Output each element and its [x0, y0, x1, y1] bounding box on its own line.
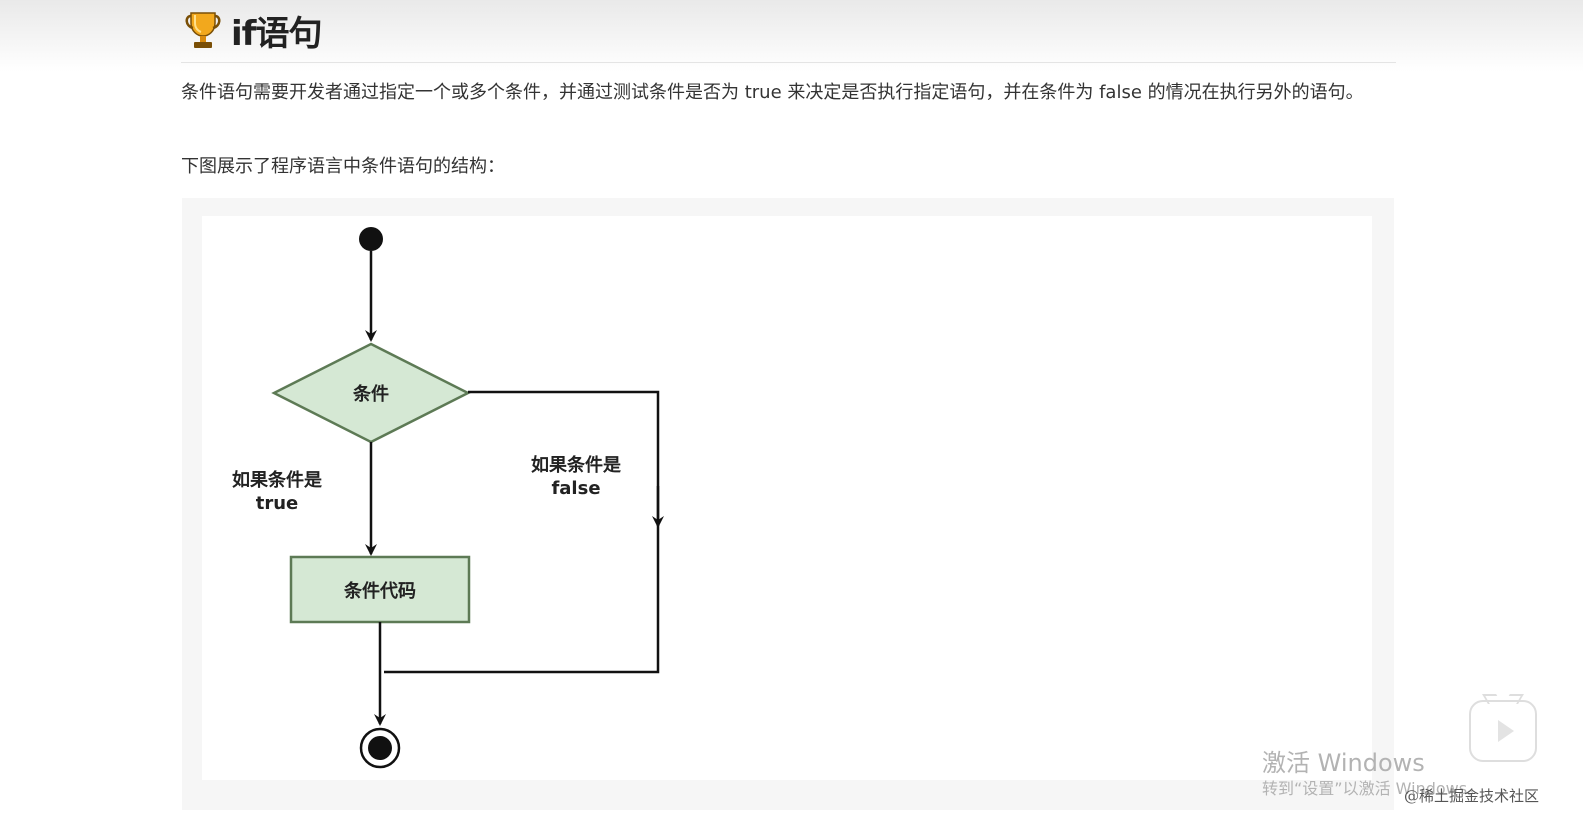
flow-line-false	[384, 390, 660, 674]
intro-paragraph: 条件语句需要开发者通过指定一个或多个条件，并通过测试条件是否为 true 来决定…	[181, 82, 1364, 103]
heading-divider	[181, 62, 1396, 63]
figure-caption: 下图展示了程序语言中条件语句的结构：	[181, 156, 505, 177]
false-label-line1: 如果条件是	[531, 454, 621, 476]
true-label-line1: 如果条件是	[232, 469, 322, 491]
play-button-ear-right	[1504, 694, 1524, 704]
flowchart-figure: 条件 如果条件是 true 如果条件是 false 条件代码	[202, 216, 1372, 780]
trophy-icon	[185, 12, 221, 48]
play-button-ear-left	[1482, 694, 1502, 704]
false-label-line2: false	[551, 478, 600, 499]
end-node	[368, 736, 392, 760]
play-icon	[1498, 720, 1514, 742]
windows-activation-watermark: 激活 Windows 转到“设置”以激活 Windows。	[1262, 748, 1483, 800]
true-label-line2: true	[256, 493, 299, 514]
code-label: 条件代码	[343, 580, 416, 602]
section-heading: if语句	[183, 4, 322, 56]
condition-label: 条件	[352, 383, 389, 405]
play-button[interactable]	[1469, 694, 1537, 762]
header-background	[0, 0, 1583, 72]
source-credit: @稀土掘金技术社区	[1404, 787, 1540, 805]
code-box	[289, 555, 471, 624]
flowchart-diagram: 条件 如果条件是 true 如果条件是 false 条件代码	[232, 227, 664, 769]
page-title: if语句	[231, 13, 322, 54]
start-node	[359, 227, 383, 251]
watermark-subtitle: 转到“设置”以激活 Windows。	[1262, 779, 1484, 798]
watermark-title: 激活 Windows	[1262, 749, 1425, 777]
